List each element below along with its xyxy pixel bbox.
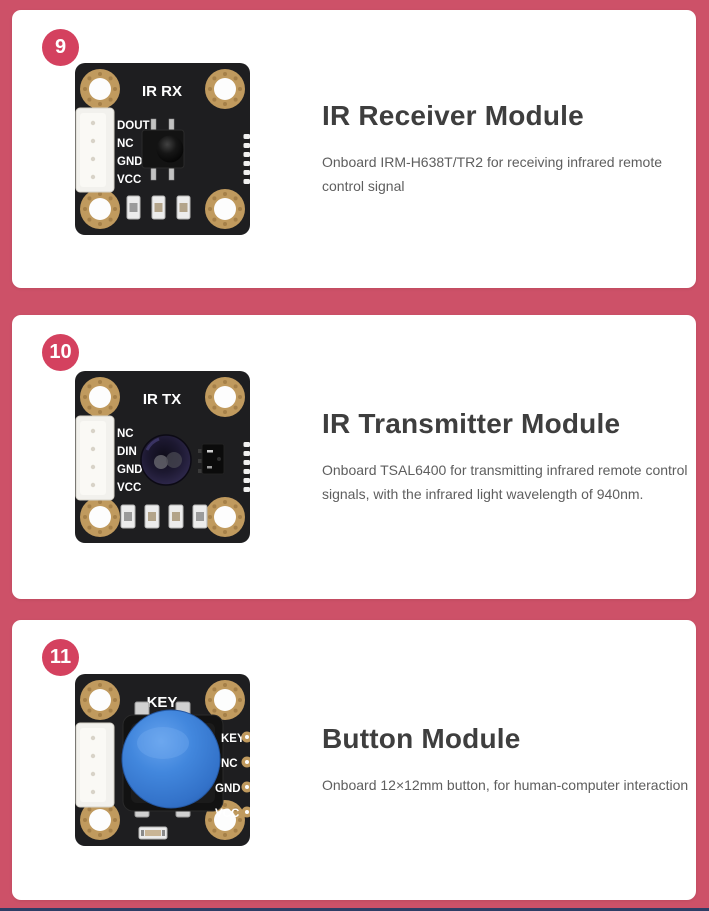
edge-pads [241,731,253,817]
board-silkscreen-label: IR TX [143,391,181,408]
module-description: Onboard TSAL6400 for transmitting infrar… [322,462,688,502]
pcb-board-key: KEY [75,673,253,846]
card-content: IR TX NC DIN GND VCC [12,315,696,599]
module-description: Onboard IRM-H638T/TR2 for receiving infr… [322,154,663,194]
pin-label: GND [215,783,241,795]
card-number-badge: 9 [42,29,79,66]
module-card-ir-transmitter: 10 [12,315,696,599]
edge-pads [243,133,250,184]
ir-receiver-component [141,118,185,180]
jst-connector [75,107,115,192]
module-title: IR Transmitter Module [322,408,621,439]
pin-label: VCC [117,174,141,186]
card-content: IR RX DOUT NC GND VCC [12,10,696,288]
smd-components [120,504,208,528]
pcb-board-ir-rx: IR RX DOUT NC GND VCC [75,62,250,235]
ir-dome-lens [156,135,184,162]
edge-pads [243,441,250,492]
module-text-block: IR Receiver Module Onboard IRM-H638T/TR2… [322,100,696,198]
mounting-hole-icon [80,679,120,720]
next-section-edge [0,908,709,911]
module-card-button: 11 [12,620,696,900]
board-silkscreen-label: KEY [147,694,178,711]
pin-label: VCC [117,482,141,494]
mounting-hole-icon [205,679,245,720]
module-photo-ir-tx: IR TX NC DIN GND VCC [75,370,250,545]
pin-label: NC [117,138,134,150]
pin-label: VCC [215,808,239,820]
module-text-block: IR Transmitter Module Onboard TSAL6400 f… [322,408,696,506]
jst-connector [75,415,115,500]
ir-led-component [140,433,192,486]
pin-label: DOUT [117,120,150,132]
ic-chip [198,443,225,474]
card-content: KEY [12,620,696,900]
module-photo-key: KEY [75,673,253,848]
pin-label: DIN [117,446,137,458]
mounting-hole-icon [80,188,120,229]
module-title: IR Receiver Module [322,100,584,131]
pin-label: KEY [221,733,245,745]
card-number-badge: 10 [42,334,79,371]
pin-label: GND [117,464,143,476]
mounting-hole-icon [205,496,245,537]
pin-labels: KEY NC GND VCC [215,733,245,820]
jst-connector [75,722,115,807]
pin-label: NC [117,428,134,440]
mounting-hole-icon [205,68,245,109]
module-photo-ir-rx: IR RX DOUT NC GND VCC [75,62,250,237]
board-silkscreen-label: IR RX [142,83,182,100]
mounting-hole-icon [205,188,245,229]
push-button-component [121,701,224,817]
pin-label: GND [117,156,143,168]
module-title: Button Module [322,723,521,754]
pin-labels: DOUT NC GND VCC [117,120,150,186]
mounting-hole-icon [205,376,245,417]
mounting-hole-icon [80,68,120,109]
pin-label: NC [221,758,238,770]
smd-components [138,826,168,839]
pin-labels: NC DIN GND VCC [117,428,143,494]
module-text-block: Button Module Onboard 12×12mm button, fo… [322,723,696,797]
pcb-board-ir-tx: IR TX NC DIN GND VCC [75,370,250,543]
module-description: Onboard 12×12mm button, for human-comput… [322,777,689,793]
smd-components [126,195,191,219]
mounting-hole-icon [80,496,120,537]
module-card-ir-receiver: 9 [12,10,696,288]
button-cap [121,709,221,808]
card-number-badge: 11 [42,639,79,676]
mounting-hole-icon [80,376,120,417]
